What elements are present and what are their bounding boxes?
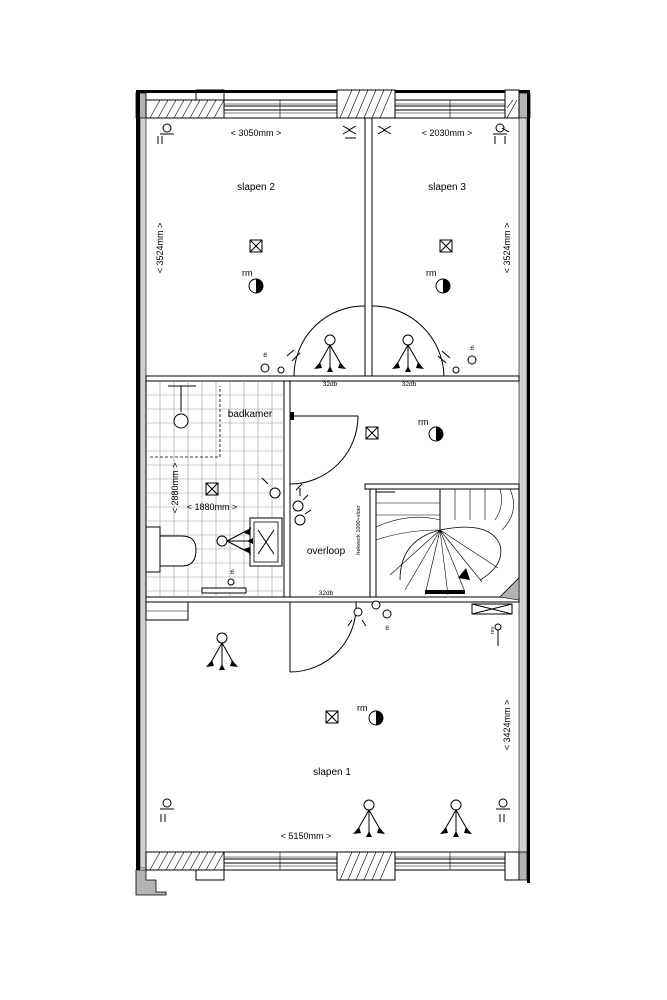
- brick-pier-right: [504, 89, 520, 119]
- light-switch-icon: [261, 477, 312, 526]
- thermostat-icon: th: [260, 352, 270, 373]
- ventilation-label: mv: [490, 626, 496, 634]
- wall-light-icon: [392, 334, 424, 372]
- ceiling-light-icon: [249, 239, 263, 253]
- smoke-detector-icon: [248, 278, 264, 294]
- washbasin-icon: [249, 517, 283, 567]
- railing-label: hekwerk 1000+vloer: [356, 505, 362, 555]
- smoke-label-slapen-1: rm: [357, 703, 368, 713]
- smoke-label-overloop: rm: [418, 417, 429, 427]
- window-top-right: [395, 100, 505, 118]
- room-label-slapen-1: slapen 1: [313, 767, 351, 778]
- brick-pier-bottom-middle: [336, 851, 396, 881]
- dimension-bath-width: < 1880mm >: [187, 502, 238, 512]
- brick-pier-left: [145, 89, 225, 119]
- room-label-badkamer: badkamer: [228, 409, 273, 420]
- brick-pier-bottom-left: [145, 851, 225, 881]
- door-undercut-label-2: 32db: [402, 381, 417, 388]
- wall-light-icon: [314, 334, 346, 372]
- doors: [289, 305, 445, 673]
- room-label-overloop: overloop: [307, 546, 346, 557]
- outer-walls: [135, 90, 531, 895]
- brick-pier-bottom-right: [504, 851, 520, 881]
- bottom-facade: [135, 851, 528, 896]
- light-switch-icon: [347, 607, 367, 627]
- thermostat-label: th: [230, 569, 236, 574]
- dimension-slapen-1-width: < 5150mm >: [281, 831, 332, 841]
- thermostat-icon: th: [227, 569, 236, 586]
- smoke-detector-icon: [428, 426, 444, 442]
- light-switch-icon: [371, 600, 381, 610]
- wall-light-icon: [353, 799, 385, 837]
- wall-socket-icon: [157, 123, 174, 144]
- brick-pier-middle: [336, 89, 396, 119]
- wall-light-icon: [216, 527, 253, 555]
- smoke-label-slapen-3: rm: [426, 268, 437, 278]
- top-facade: [145, 89, 520, 119]
- dimension-slapen-1-height: < 3424mm >: [502, 700, 512, 751]
- bathroom-tiles: [145, 380, 285, 598]
- wall-socket-icon: [377, 125, 392, 135]
- wall-socket-icon: [277, 349, 301, 374]
- window-bottom-left: [224, 852, 337, 870]
- dimension-left-top-height: < 3524mm >: [155, 223, 165, 274]
- window-bottom-right: [395, 852, 505, 870]
- dimension-bath-height: < 2880mm >: [170, 463, 180, 514]
- wall-socket-icon: [493, 123, 507, 144]
- shower-head-icon: [168, 385, 196, 429]
- thermostat-label: th: [263, 352, 269, 357]
- wall-light-icon: [206, 632, 238, 670]
- smoke-detector-icon: [368, 710, 384, 726]
- ventilation-unit-icon: mv: [471, 603, 513, 646]
- smoke-label-slapen-2: rm: [242, 268, 253, 278]
- thermostat-label: th: [385, 625, 391, 630]
- wall-socket-icon: [501, 127, 510, 133]
- wall-socket-icon: [496, 798, 510, 822]
- thermostat-icon: th: [382, 609, 392, 630]
- bathroom-radiator: [201, 587, 247, 594]
- ceiling-light-icon: [439, 239, 453, 253]
- ceiling-light-icon: [205, 482, 219, 496]
- dimension-slapen-3-width: < 2030mm >: [422, 128, 473, 138]
- shower-area: [150, 386, 221, 458]
- wall-socket-icon: [437, 350, 460, 374]
- ceiling-light-icon: [325, 710, 339, 724]
- toilet-icon: [145, 526, 197, 573]
- wall-light-icon: [440, 799, 472, 837]
- ceiling-light-icon: [365, 426, 379, 440]
- smoke-detector-icon: [435, 278, 451, 294]
- door-undercut-label-1: 32db: [323, 381, 338, 388]
- wall-socket-icon: [160, 798, 174, 822]
- room-label-slapen-3: slapen 3: [428, 182, 466, 193]
- internal-walls: [145, 117, 520, 621]
- dimension-slapen-2-width: < 3050mm >: [231, 128, 282, 138]
- dimension-right-top-height: < 3524mm >: [502, 223, 512, 274]
- room-label-slapen-2: slapen 2: [237, 182, 275, 193]
- door-undercut-label-3: 32db: [319, 590, 334, 597]
- wall-socket-icon: [342, 125, 357, 139]
- window-top-left: [224, 100, 337, 118]
- staircase: [369, 488, 520, 601]
- thermostat-label: th: [470, 345, 476, 350]
- thermostat-icon: th: [467, 345, 477, 365]
